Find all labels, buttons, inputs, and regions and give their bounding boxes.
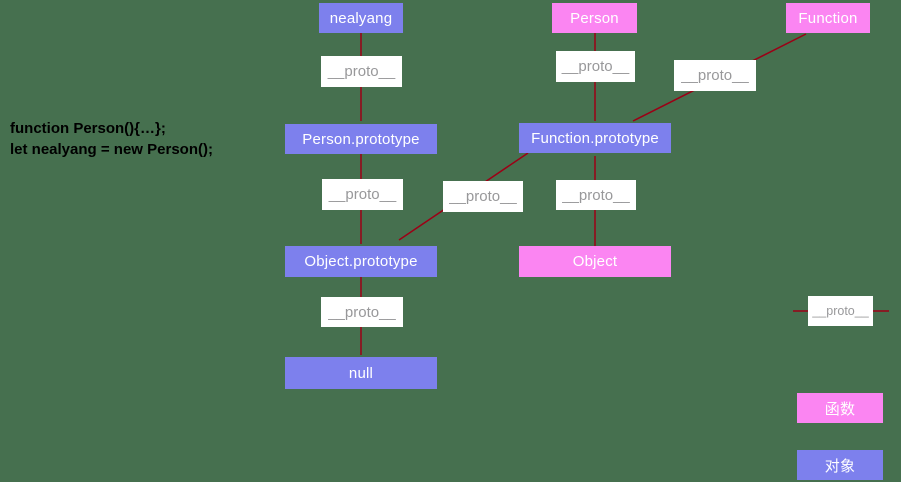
proto-label-person-prototype: __proto__ <box>322 179 403 210</box>
proto-label-nealyang: __proto__ <box>321 56 402 87</box>
proto-label-person: __proto__ <box>556 51 635 82</box>
code-line-1: function Person(){…}; <box>10 120 166 137</box>
node-null: null <box>285 357 437 389</box>
legend-function-type: 函数 <box>797 393 883 423</box>
proto-label-object-prototype: __proto__ <box>321 297 403 327</box>
legend-proto-label: __proto__ <box>808 296 873 326</box>
node-nealyang: nealyang <box>319 3 403 33</box>
node-function: Function <box>786 3 870 33</box>
code-snippet: function Person(){…}; let nealyang = new… <box>10 118 213 160</box>
node-object: Object <box>519 246 671 277</box>
proto-label-function-prototype: __proto__ <box>443 181 523 212</box>
legend-object-type: 对象 <box>797 450 883 480</box>
node-object-prototype: Object.prototype <box>285 246 437 277</box>
proto-label-object: __proto__ <box>556 180 636 210</box>
node-person-prototype: Person.prototype <box>285 124 437 154</box>
node-function-prototype: Function.prototype <box>519 123 671 153</box>
code-line-2: let nealyang = new Person(); <box>10 141 213 158</box>
proto-label-function: __proto__ <box>674 60 756 91</box>
node-person: Person <box>552 3 637 33</box>
